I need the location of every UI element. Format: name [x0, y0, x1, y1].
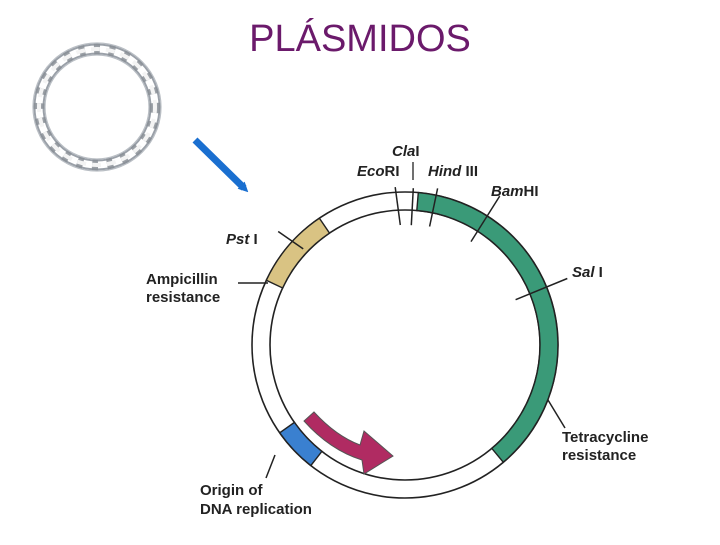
- origin-segment: [278, 421, 323, 467]
- leader-lines: [238, 282, 566, 479]
- label-tetracycline-line1: Tetracycline: [562, 429, 648, 446]
- arrow-down-right-icon: [192, 137, 249, 193]
- label-bam: BamHI: [491, 183, 539, 200]
- restriction-site-ticks: [277, 186, 568, 301]
- label-tetracycline-line2: resistance: [562, 447, 636, 464]
- dna-ring-icon: [32, 42, 162, 172]
- ampicillin-segment: [265, 217, 331, 289]
- label-ampicillin-line1: Ampicillin: [146, 271, 218, 288]
- label-origin-line2: DNA replication: [200, 501, 312, 518]
- label-hind: Hind III: [428, 163, 478, 180]
- label-ampicillin-line2: resistance: [146, 289, 220, 306]
- curved-arrow-icon: [303, 411, 394, 475]
- page-title: PLÁSMIDOS: [249, 18, 471, 60]
- tetracycline-segment: [416, 191, 559, 464]
- label-pst: Pst I: [226, 231, 258, 248]
- label-cla: ClaI: [392, 143, 420, 160]
- label-eco: EcoRI: [357, 163, 400, 180]
- label-origin-line1: Origin of: [200, 482, 263, 499]
- label-sal: Sal I: [572, 264, 603, 281]
